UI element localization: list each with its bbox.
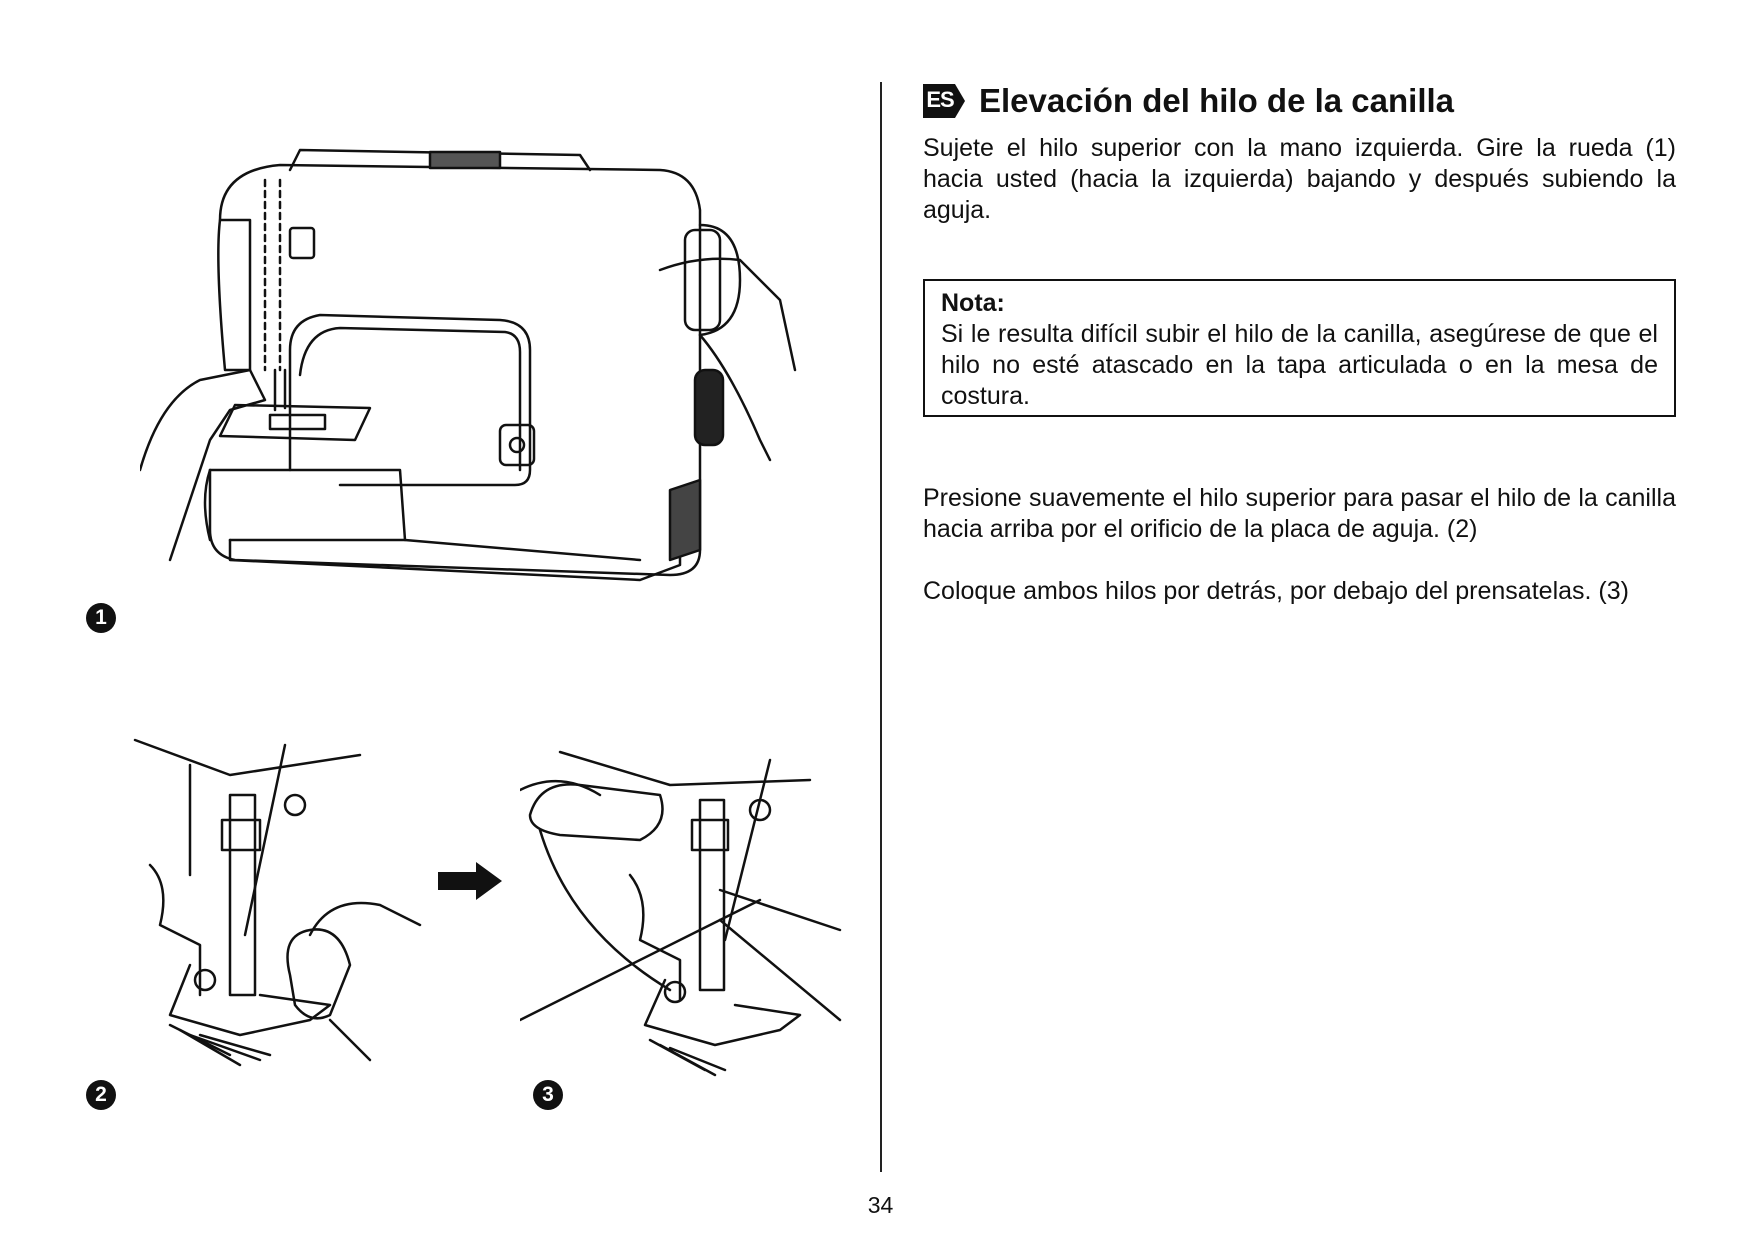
presser-foot-illustration-3	[518, 740, 860, 1085]
figure-3-callout: 3	[533, 1080, 563, 1110]
page-number: 34	[867, 1192, 894, 1218]
section-heading: ES Elevación del hilo de la canilla	[923, 82, 1454, 120]
note-text: Si le resulta difícil subir el hilo de l…	[941, 320, 1658, 410]
paragraph-2: Presione suavemente el hilo superior par…	[923, 484, 1676, 543]
page-title: Elevación del hilo de la canilla	[979, 82, 1455, 119]
figure-2-callout: 2	[86, 1080, 116, 1110]
figure-1-callout: 1	[86, 603, 116, 633]
paragraph-1: Sujete el hilo superior con la mano izqu…	[923, 134, 1676, 224]
note-box: Nota: Si le resulta difícil subir el hil…	[923, 279, 1676, 417]
language-badge-text: ES	[926, 87, 954, 112]
presser-foot-illustration-2	[130, 735, 430, 1080]
language-badge-icon: ES	[923, 84, 965, 118]
right-arrow-icon	[438, 862, 504, 905]
sewing-machine-illustration	[138, 140, 800, 595]
paragraph-3: Coloque ambos hilos por detrás, por deba…	[923, 577, 1629, 605]
note-label: Nota:	[941, 289, 1005, 317]
column-divider	[880, 82, 882, 1172]
